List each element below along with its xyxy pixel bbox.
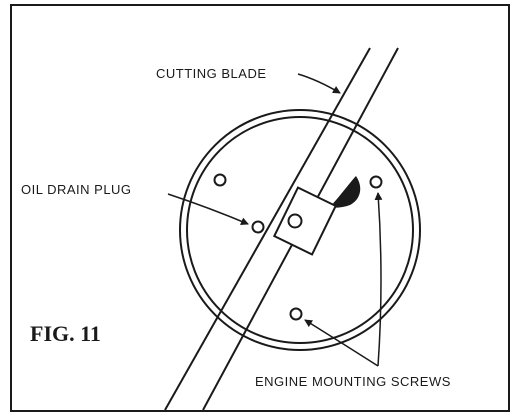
cutting-blade-leader (297, 73, 341, 94)
oil-drain-plug-hole (251, 220, 265, 234)
deck-hole-left (213, 173, 227, 187)
engine-mounting-screws-label: ENGINE MOUNTING SCREWS (255, 374, 451, 389)
engine-dark-shape (330, 176, 361, 208)
mounting-screws-leader-bottom (304, 319, 379, 367)
figure-number: FIG. 11 (30, 321, 101, 346)
oil-drain-plug-label: OIL DRAIN PLUG (21, 182, 132, 197)
oil-drain-plug-leader (167, 193, 249, 225)
blade-bolt (287, 213, 303, 229)
deck-outer-ring (179, 109, 421, 351)
engine-mounting-screw-right (369, 175, 383, 189)
blade-hub-block (272, 186, 338, 256)
cutting-blade-label: CUTTING BLADE (156, 66, 267, 81)
mounting-screws-leader-right (374, 192, 383, 367)
engine-mounting-screw-bottom (289, 307, 303, 321)
deck-inner-ring (186, 116, 414, 344)
